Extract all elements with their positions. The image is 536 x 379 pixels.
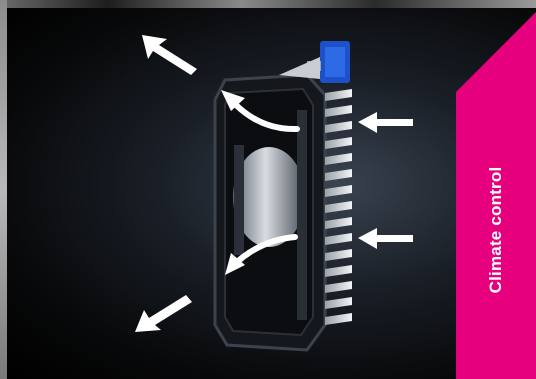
unit-housing <box>215 75 325 350</box>
left-strip <box>0 0 7 379</box>
banner-label: Climate control <box>486 167 506 294</box>
heat-exchanger-fins <box>325 89 352 325</box>
top-strip <box>0 0 536 8</box>
